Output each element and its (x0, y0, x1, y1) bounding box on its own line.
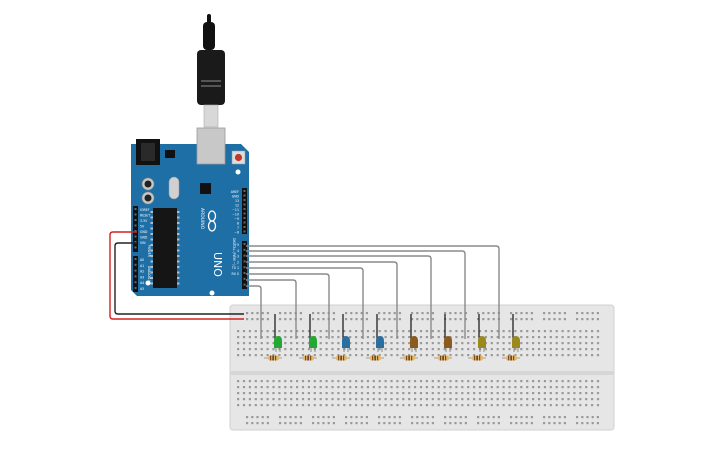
pin-label: 2 (237, 260, 239, 264)
pin-label: A2 (140, 270, 144, 274)
pin-label: GND (140, 230, 148, 234)
pin-label: A5 (140, 287, 144, 291)
resistor[interactable] (400, 355, 418, 361)
breadboard (229, 304, 615, 431)
usb-cable (197, 14, 225, 128)
resistor[interactable] (502, 355, 520, 361)
pin-label: RX 0 (232, 272, 239, 276)
signal-wire[interactable] (246, 285, 262, 339)
led[interactable] (410, 336, 418, 352)
pin-label: ~10 (232, 213, 239, 217)
wires (109, 231, 500, 339)
pin-label: ~3 (234, 255, 239, 259)
power-wire[interactable] (109, 231, 244, 320)
pin-label: AREF (231, 190, 239, 194)
signal-wire[interactable] (246, 279, 297, 339)
pin-label: A0 (140, 258, 144, 262)
led[interactable] (444, 336, 452, 352)
pin-label: 3.3V (140, 219, 148, 223)
signal-wire[interactable] (246, 255, 432, 339)
pin-label: 8 (237, 222, 239, 226)
pin-label: VIN (140, 241, 146, 245)
resistor[interactable] (299, 355, 317, 361)
pin-label: TX 1 (231, 266, 239, 270)
pin-label: 13 (235, 199, 239, 203)
led[interactable] (274, 336, 282, 352)
arduino-board[interactable]: ARDUINO UNO DIGITAL (PWM ~) POWER ANALOG… (131, 127, 249, 296)
pin-label: GND (140, 236, 148, 240)
signal-wire[interactable] (246, 261, 398, 339)
resistor[interactable] (264, 355, 282, 361)
pin-label: 4 (237, 249, 239, 253)
pin-label: ~5 (234, 243, 239, 247)
led[interactable] (376, 336, 384, 352)
digital-label: DIGITAL (PWM ~) (232, 238, 236, 265)
components (264, 314, 520, 361)
pin-label: 5V (140, 225, 145, 229)
pin-label: A4 (140, 281, 144, 285)
resistor[interactable] (434, 355, 452, 361)
led[interactable] (512, 336, 520, 352)
brand-text: ARDUINO (199, 208, 205, 230)
signal-wire[interactable] (246, 267, 364, 339)
led[interactable] (309, 336, 317, 352)
resistor[interactable] (366, 355, 384, 361)
pin-label: RESET (140, 214, 150, 218)
resistor[interactable] (468, 355, 486, 361)
power-label: POWER (147, 245, 151, 258)
pin-label: GND (232, 195, 240, 199)
pin-label: 7 (237, 226, 239, 230)
led[interactable] (478, 336, 486, 352)
pin-label: A1 (140, 264, 144, 268)
pin-label: IOREF (140, 208, 150, 212)
ground-wire[interactable] (114, 242, 244, 315)
analog-label: ANALOG IN (147, 266, 151, 284)
model-text: UNO (211, 252, 224, 277)
pin-label: 12 (235, 204, 239, 208)
signal-wire[interactable] (246, 245, 500, 339)
signal-wire[interactable] (246, 273, 330, 339)
led[interactable] (342, 336, 350, 352)
pin-label: ~9 (234, 217, 239, 221)
signal-wire[interactable] (246, 250, 466, 339)
pin-label: A3 (140, 275, 144, 279)
pin-label: ~6 (234, 231, 239, 235)
resistor[interactable] (332, 355, 350, 361)
pin-label: ~11 (232, 208, 239, 212)
